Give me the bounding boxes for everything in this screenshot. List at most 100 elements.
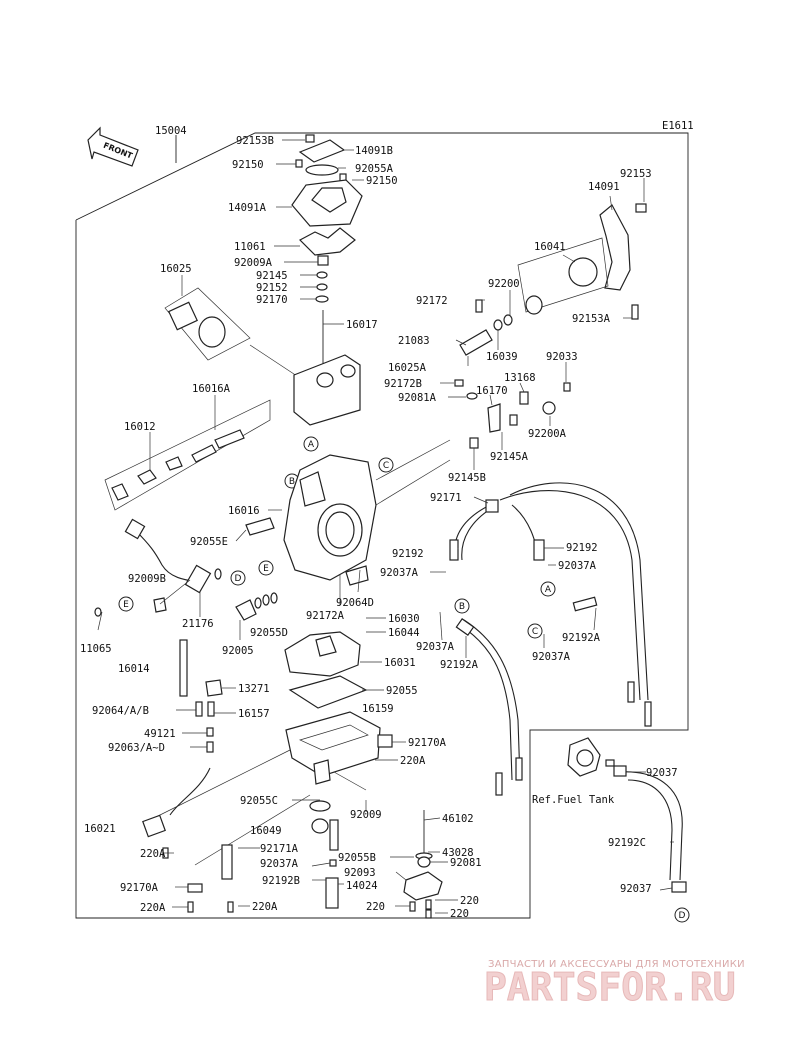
part-label: 46102: [442, 813, 474, 825]
fuel-tap-group: [567, 737, 687, 893]
top-cover-assembly: [291, 134, 363, 370]
svg-text:D: D: [679, 911, 686, 921]
svg-text:C: C: [532, 627, 538, 637]
part-label: 16016: [228, 505, 260, 517]
part-label: 92145B: [448, 472, 486, 484]
part-label: 92005: [222, 645, 254, 657]
needle-jet-group: [104, 399, 271, 511]
circle-marker-b: B: [454, 598, 470, 614]
part-label: 14091A: [228, 202, 267, 214]
svg-text:E: E: [263, 564, 269, 574]
throttle-pulley-group: [454, 203, 647, 449]
part-label: 92192: [566, 542, 598, 554]
part-label: 16017: [346, 319, 378, 331]
part-label: 92170: [256, 294, 288, 306]
carburetor-body: [245, 439, 451, 586]
svg-text:A: A: [545, 585, 552, 595]
part-label: 14024: [346, 880, 378, 892]
part-label: 92200A: [528, 428, 567, 440]
part-label: 92192A: [440, 659, 479, 671]
part-label: 92150: [232, 159, 264, 171]
assembly-number: 15004: [155, 125, 187, 137]
part-label: 220: [450, 908, 469, 920]
part-label: 21176: [182, 618, 214, 630]
part-label: 16044: [388, 627, 420, 639]
svg-text:C: C: [383, 461, 389, 471]
part-label: 92172B: [384, 378, 422, 390]
part-label: 92009: [350, 809, 382, 821]
part-label: 16030: [388, 613, 420, 625]
svg-text:B: B: [289, 477, 295, 487]
part-label: 92055D: [250, 627, 288, 639]
part-label: 92037: [620, 883, 652, 895]
part-label: 14091: [588, 181, 620, 193]
watermark-tagline: ЗАПЧАСТИ И АКСЕССУАРЫ ДЛЯ МОТОТЕХНИКИ: [488, 959, 745, 970]
part-label: 92145A: [490, 451, 529, 463]
watermark-brand: PARTSFOR.RU: [484, 965, 736, 1009]
part-label: 92063/A~D: [108, 742, 165, 754]
circle-marker-c: C: [378, 457, 394, 473]
front-arrow-icon: FRONT: [87, 126, 139, 167]
part-label: 92153B: [236, 135, 274, 147]
part-label: 92064D: [336, 597, 374, 609]
part-label: 220: [460, 895, 479, 907]
part-label: 21083: [398, 335, 430, 347]
circle-marker-e: E: [118, 596, 134, 612]
part-label: 92055B: [338, 852, 376, 864]
choke-lever-group: [142, 767, 234, 913]
part-label: 220A: [140, 902, 166, 914]
part-label: 92009B: [128, 573, 166, 585]
part-label: 11065: [80, 643, 112, 655]
part-label: 92145: [256, 270, 288, 282]
part-label: 16170: [476, 385, 508, 397]
part-label: 16159: [362, 703, 394, 715]
part-label: 16014: [118, 663, 150, 675]
part-label: 92200: [488, 278, 520, 290]
part-label: 16025A: [388, 362, 427, 374]
part-label: 92037A: [380, 567, 419, 579]
part-label: 13271: [238, 683, 270, 695]
part-label: 14091B: [355, 145, 393, 157]
svg-text:E: E: [123, 600, 129, 610]
part-label: 92170A: [408, 737, 447, 749]
part-label: 16041: [534, 241, 566, 253]
circle-marker-c: C: [527, 623, 543, 639]
part-label: 92037A: [532, 651, 571, 663]
part-label: 92153A: [572, 313, 611, 325]
part-label: 220A: [400, 755, 426, 767]
part-label: 92192B: [262, 875, 300, 887]
part-label: 16049: [250, 825, 282, 837]
part-label: 16012: [124, 421, 156, 433]
part-label: 16031: [384, 657, 416, 669]
part-label: 16025: [160, 263, 192, 275]
part-label: 43028: [442, 847, 474, 859]
part-label: 92081: [450, 857, 482, 869]
cable-hoses: [449, 482, 652, 796]
part-label: 92037A: [416, 641, 455, 653]
part-label: 220: [366, 901, 385, 913]
circle-marker-d: D: [674, 907, 690, 923]
throttle-valve-group: [164, 287, 361, 426]
part-label: 92093: [344, 867, 376, 879]
float-bowl-group: [149, 631, 393, 866]
svg-text:A: A: [308, 440, 315, 450]
part-label: 92081A: [398, 392, 437, 404]
part-label: 92037A: [558, 560, 597, 572]
part-label: 92171: [430, 492, 462, 504]
part-label: 92009A: [234, 257, 273, 269]
part-labels: 92153B 14091B 92150 92055A 92150 14091A …: [80, 135, 678, 920]
part-label: 92172A: [306, 610, 345, 622]
part-label: 92192: [392, 548, 424, 560]
part-label: 92171A: [260, 843, 299, 855]
part-label: 92192C: [608, 837, 646, 849]
circle-marker-a: A: [540, 581, 556, 597]
svg-text:B: B: [459, 602, 465, 612]
circle-marker-a: A: [303, 436, 319, 452]
diagram-code: E1611: [662, 120, 694, 132]
part-label: 49121: [144, 728, 176, 740]
part-label: 92055A: [355, 163, 394, 175]
part-label: 92192A: [562, 632, 601, 644]
part-label: 16157: [238, 708, 270, 720]
part-label: 92033: [546, 351, 578, 363]
